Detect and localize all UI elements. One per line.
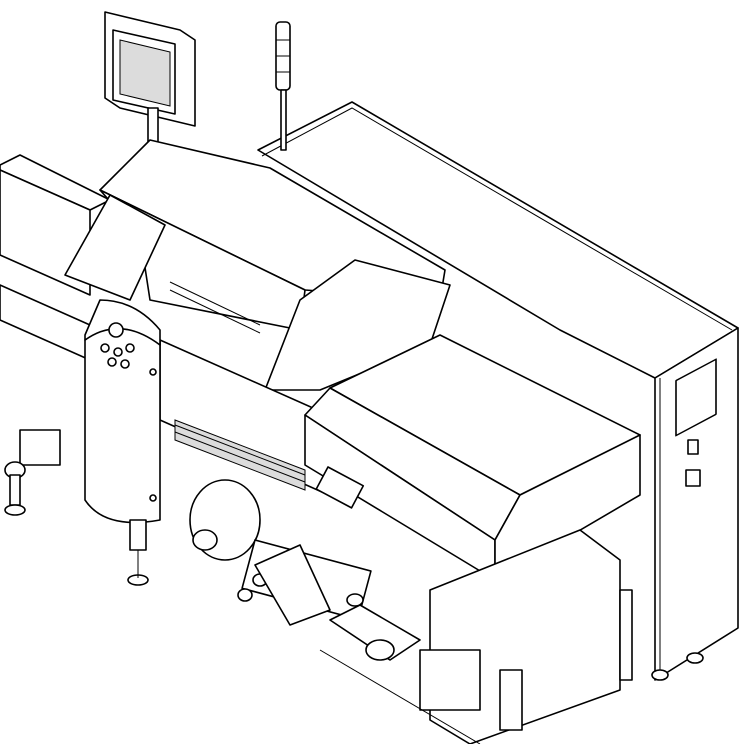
dial-icon bbox=[108, 322, 124, 338]
switch-icon bbox=[687, 439, 699, 455]
infeed-conveyor bbox=[0, 154, 111, 516]
touchscreen-monitor bbox=[104, 11, 196, 149]
discharge-hood bbox=[304, 334, 641, 581]
signal-tower bbox=[275, 21, 291, 151]
outfeed-assembly bbox=[237, 529, 704, 744]
rear-cabinet bbox=[257, 101, 739, 681]
control-column bbox=[84, 299, 161, 586]
upper-hood bbox=[64, 139, 451, 391]
